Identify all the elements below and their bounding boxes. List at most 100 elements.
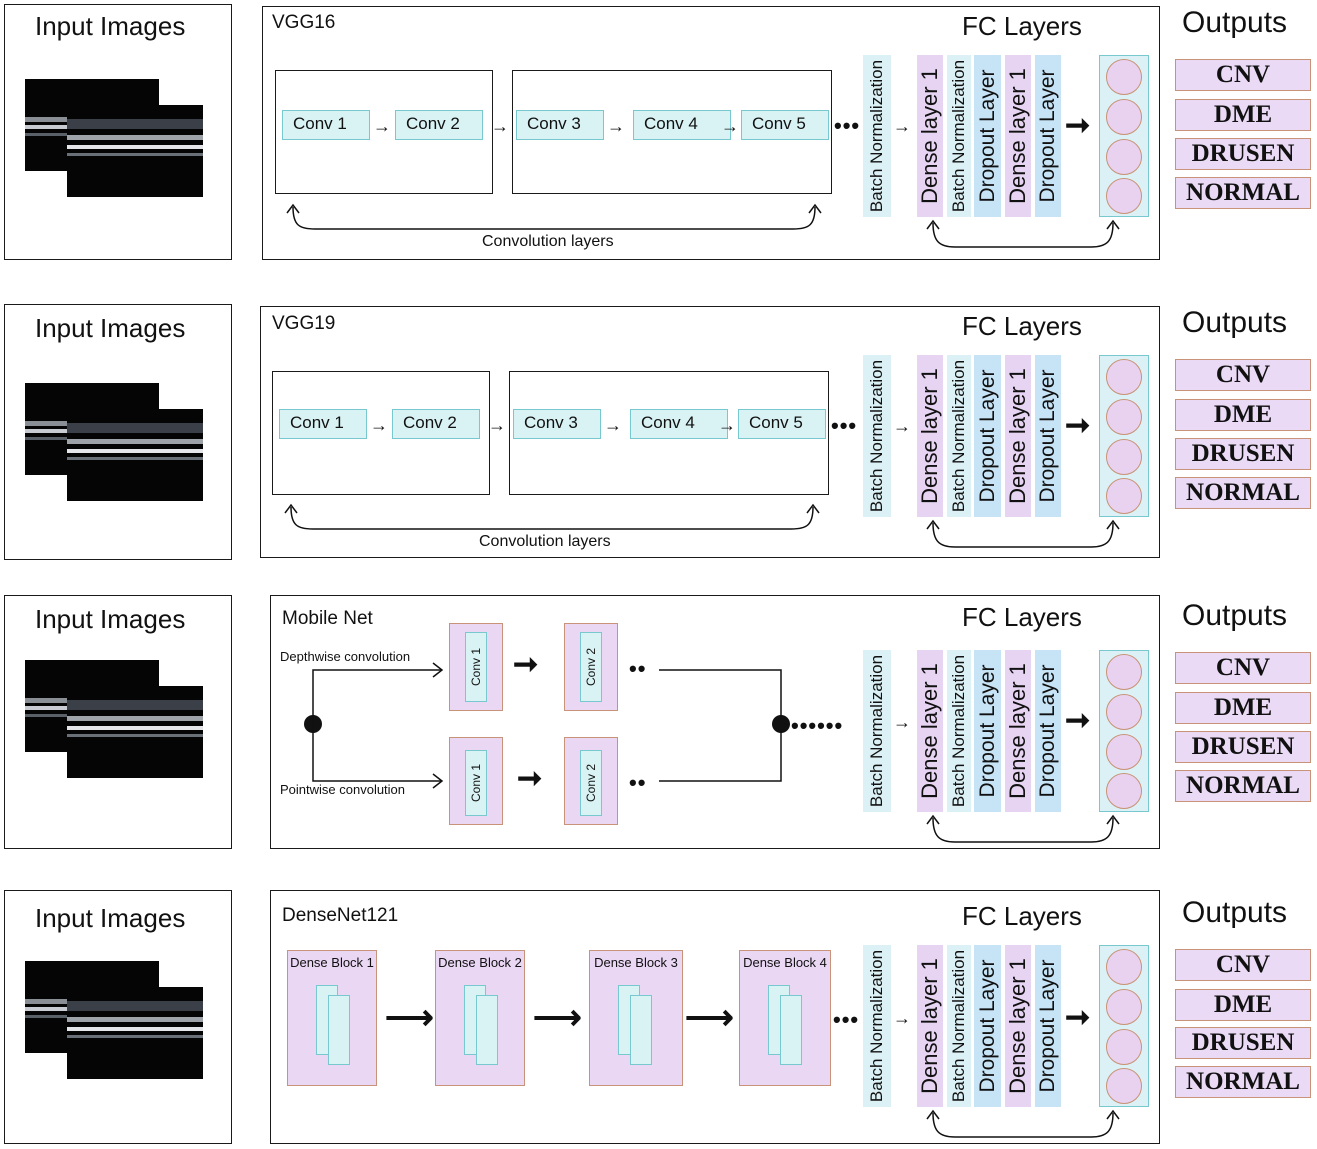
row-densenet121: Input Images DenseNet121 FC Layers Dense… bbox=[0, 886, 1317, 1149]
thick-arrow-icon: ➞ bbox=[1065, 109, 1091, 142]
thick-arrow-icon: ➞ bbox=[1065, 1001, 1091, 1034]
output-node bbox=[1106, 99, 1142, 135]
arrow-icon: → bbox=[718, 415, 736, 435]
dense-block-2: Dense Block 2 bbox=[435, 950, 525, 1086]
fc-loop-arrow bbox=[926, 219, 1120, 248]
ellipsis-icon: ••• bbox=[831, 413, 858, 438]
input-title: Input Images bbox=[35, 313, 186, 343]
dense-inner-rect bbox=[630, 995, 652, 1065]
input-title: Input Images bbox=[35, 11, 186, 41]
fc-dropout-layer-b: Dropout Layer bbox=[1035, 650, 1061, 812]
arrow-icon: → bbox=[607, 116, 625, 136]
output-label-dme: DME bbox=[1175, 99, 1311, 131]
input-panel: Input Images bbox=[4, 4, 232, 260]
output-node bbox=[1106, 478, 1142, 514]
dense-block-3: Dense Block 3 bbox=[589, 950, 683, 1086]
conv-block-5: Conv 5 bbox=[738, 409, 826, 439]
conv-block-3: Conv 3 bbox=[516, 110, 604, 140]
fc-loop-arrow bbox=[926, 519, 1120, 548]
output-label-drusen: DRUSEN bbox=[1175, 438, 1311, 470]
depthwise-conv-block-1: Conv 1 bbox=[449, 623, 503, 711]
oct-image-front bbox=[67, 409, 203, 501]
fc-dense-layer-1b: Dense layer 1 bbox=[1005, 945, 1031, 1107]
conv-inner: Conv 1 bbox=[465, 750, 487, 816]
input-title: Input Images bbox=[35, 903, 186, 933]
conv-block-4: Conv 4 bbox=[630, 409, 728, 439]
conv-block-3: Conv 3 bbox=[513, 409, 601, 439]
ellipsis-icon: •••••• bbox=[791, 713, 844, 738]
output-label-drusen: DRUSEN bbox=[1175, 731, 1311, 763]
conv-group-2 bbox=[509, 371, 829, 495]
fc-batch-normalization: Batch Normalization bbox=[863, 355, 891, 517]
fc-dense-layer-1: Dense layer 1 bbox=[917, 55, 943, 217]
conv-block-1: Conv 1 bbox=[279, 409, 367, 439]
output-node bbox=[1106, 734, 1142, 770]
output-node-panel bbox=[1099, 945, 1149, 1107]
convolution-layers-label: Convolution layers bbox=[479, 533, 611, 550]
row-vgg19: Input Images VGG19 FC Layers Conv 1 → Co… bbox=[0, 300, 1317, 565]
output-label-normal: NORMAL bbox=[1175, 177, 1311, 209]
fc-batch-normalization: Batch Normalization bbox=[863, 945, 891, 1107]
outputs-title: Outputs bbox=[1182, 306, 1288, 339]
dense-block-4: Dense Block 4 bbox=[739, 950, 831, 1086]
conv-block-1: Conv 1 bbox=[282, 110, 370, 140]
dense-inner-rect bbox=[328, 995, 350, 1065]
fc-dropout-layer-b: Dropout Layer bbox=[1035, 355, 1061, 517]
arrow-icon: → bbox=[893, 1008, 911, 1028]
fc-batch-normalization: Batch Normalization bbox=[863, 55, 891, 217]
oct-image-front bbox=[67, 686, 203, 778]
output-node bbox=[1106, 949, 1142, 985]
output-node bbox=[1106, 1068, 1142, 1104]
pointwise-conv-block-2: Conv 2 bbox=[564, 737, 618, 825]
fc-dropout-layer: Dropout Layer bbox=[974, 55, 1001, 217]
pointwise-convolution-label: Pointwise convolution bbox=[280, 782, 406, 797]
output-label-drusen: DRUSEN bbox=[1175, 1027, 1311, 1059]
architecture-panel: Mobile Net FC Layers Depthwise convoluti… bbox=[270, 595, 1160, 849]
fc-dense-layer-1: Dense layer 1 bbox=[917, 355, 943, 517]
architecture-panel: VGG19 FC Layers Conv 1 → Conv 2 → Conv 3… bbox=[260, 306, 1160, 558]
arrow-icon: → bbox=[893, 712, 911, 732]
output-label-normal: NORMAL bbox=[1175, 770, 1311, 802]
outputs-title: Outputs bbox=[1182, 6, 1288, 39]
dense-inner-rect bbox=[476, 995, 498, 1065]
conv-inner: Conv 2 bbox=[580, 632, 602, 702]
fc-loop-arrow bbox=[926, 814, 1120, 843]
input-panel: Input Images bbox=[4, 595, 232, 849]
output-node-panel bbox=[1099, 55, 1149, 217]
output-node bbox=[1106, 359, 1142, 395]
depthwise-convolution-label: Depthwise convolution bbox=[280, 649, 411, 664]
fc-layers-title: FC Layers bbox=[962, 311, 1082, 341]
output-node bbox=[1106, 1029, 1142, 1065]
thick-arrow-icon: ➞ bbox=[517, 762, 543, 795]
convolution-layers-label: Convolution layers bbox=[482, 233, 614, 250]
conv-block-2: Conv 2 bbox=[395, 110, 483, 140]
fc-batch-normalization: Batch Normalization bbox=[863, 650, 891, 812]
fc-dense-layer-1: Dense layer 1 bbox=[917, 650, 943, 812]
output-label-dme: DME bbox=[1175, 692, 1311, 724]
outputs-title: Outputs bbox=[1182, 896, 1288, 929]
convolution-span-arrow bbox=[284, 503, 820, 530]
architecture-title: VGG19 bbox=[272, 313, 336, 334]
fc-dense-layer-1b: Dense layer 1 bbox=[1005, 355, 1031, 517]
architecture-panel: DenseNet121 FC Layers Dense Block 1 ⟶ De… bbox=[270, 890, 1160, 1144]
output-label-dme: DME bbox=[1175, 989, 1311, 1021]
architecture-title: VGG16 bbox=[272, 12, 336, 33]
output-node bbox=[1106, 178, 1142, 214]
output-node bbox=[1106, 59, 1142, 95]
arrow-icon: → bbox=[604, 415, 622, 435]
arrow-icon: → bbox=[491, 116, 509, 136]
row-mobilenet: Input Images Mobile Net FC Layers Depthw… bbox=[0, 593, 1317, 853]
outputs-title: Outputs bbox=[1182, 599, 1288, 632]
fc-dense-layer-1: Dense layer 1 bbox=[917, 945, 943, 1107]
output-label-cnv: CNV bbox=[1175, 59, 1311, 91]
fc-batch-normalization-2: Batch Normalization bbox=[947, 945, 971, 1107]
conv-block-2: Conv 2 bbox=[392, 409, 480, 439]
ellipsis-icon: ••• bbox=[834, 113, 861, 138]
fc-dropout-layer: Dropout Layer bbox=[974, 650, 1001, 812]
dense-block-1: Dense Block 1 bbox=[287, 950, 377, 1086]
thick-arrow-icon: ➞ bbox=[513, 648, 539, 681]
fc-layers-title: FC Layers bbox=[962, 11, 1082, 41]
fc-layers-title: FC Layers bbox=[962, 602, 1082, 632]
fc-dropout-layer-b: Dropout Layer bbox=[1035, 945, 1061, 1107]
architecture-title: Mobile Net bbox=[282, 608, 373, 629]
